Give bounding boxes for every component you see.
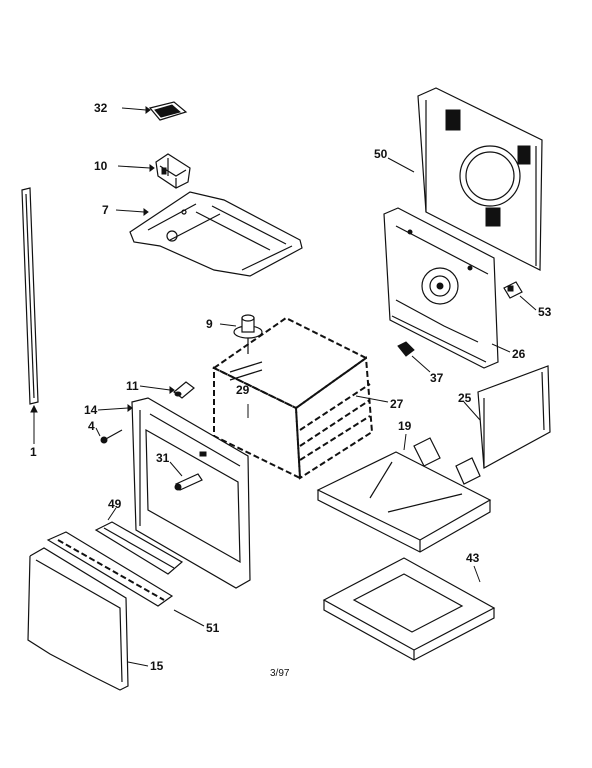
arrow-1 bbox=[30, 404, 38, 413]
leader-14 bbox=[97, 407, 129, 411]
leader-11 bbox=[139, 385, 171, 391]
leader-50 bbox=[387, 157, 415, 173]
leader-10 bbox=[117, 165, 151, 169]
part-51-door-vent bbox=[46, 531, 174, 607]
callout-10: 10 bbox=[94, 159, 108, 173]
leader-15 bbox=[127, 661, 149, 667]
callout-50: 50 bbox=[374, 147, 388, 161]
leader-31 bbox=[169, 461, 183, 477]
leader-25 bbox=[463, 401, 481, 421]
leader-37 bbox=[411, 355, 431, 373]
footer-date: 3/97 bbox=[270, 668, 290, 679]
arrow-14 bbox=[127, 404, 133, 412]
arrow-32 bbox=[145, 106, 151, 114]
part-25-side-panel bbox=[477, 365, 551, 469]
leader-19 bbox=[403, 433, 407, 451]
leader-9 bbox=[219, 323, 237, 327]
part-11-cylinder bbox=[173, 381, 195, 399]
leader-27 bbox=[355, 395, 389, 403]
callout-27: 27 bbox=[390, 397, 404, 411]
part-37-clip bbox=[397, 341, 415, 357]
arrow-11 bbox=[169, 386, 175, 394]
callout-43: 43 bbox=[466, 551, 480, 565]
callout-14: 14 bbox=[84, 403, 98, 417]
callout-15: 15 bbox=[150, 659, 164, 673]
callout-53: 53 bbox=[538, 305, 552, 319]
leader-51 bbox=[173, 609, 205, 627]
part-31-pin bbox=[174, 473, 203, 491]
part-4-screw bbox=[100, 429, 123, 444]
arrow-10 bbox=[149, 164, 155, 172]
leader-53 bbox=[519, 295, 537, 311]
callout-49: 49 bbox=[108, 497, 122, 511]
callout-37: 37 bbox=[430, 371, 444, 385]
leader-32 bbox=[121, 107, 147, 111]
part-19-bottom-tray bbox=[316, 437, 492, 553]
part-27-oven-cavity bbox=[212, 316, 374, 480]
part-14-front-frame bbox=[131, 397, 251, 589]
callout-31: 31 bbox=[156, 451, 170, 465]
leader-49 bbox=[107, 507, 117, 521]
part-53-connector bbox=[503, 281, 523, 299]
part-49-vent-trim bbox=[94, 521, 184, 575]
leader-43 bbox=[473, 565, 481, 583]
part-9-knob bbox=[233, 314, 263, 354]
callout-1: 1 bbox=[30, 445, 37, 459]
leader-7 bbox=[115, 209, 145, 213]
callout-29: 29 bbox=[236, 383, 250, 397]
part-15-door-gasket bbox=[27, 547, 129, 691]
callout-32: 32 bbox=[94, 101, 108, 115]
part-26-rear-assembly bbox=[383, 207, 499, 369]
leader-26 bbox=[491, 343, 511, 353]
part-10-bracket bbox=[155, 153, 191, 189]
part-50-rear-panel bbox=[417, 87, 543, 271]
part-32-plate bbox=[148, 101, 188, 121]
callout-19: 19 bbox=[398, 419, 412, 433]
arrow-7 bbox=[143, 208, 149, 216]
callout-26: 26 bbox=[512, 347, 526, 361]
callout-51: 51 bbox=[206, 621, 220, 635]
callout-9: 9 bbox=[206, 317, 213, 331]
callout-11: 11 bbox=[126, 379, 139, 393]
callout-7: 7 bbox=[102, 203, 109, 217]
callout-25: 25 bbox=[458, 391, 472, 405]
callout-4: 4 bbox=[88, 419, 95, 433]
part-43-base-pan bbox=[322, 557, 496, 661]
part-1-strip bbox=[21, 187, 39, 405]
leader-4 bbox=[95, 427, 101, 437]
part-7-top-plate bbox=[129, 191, 303, 277]
